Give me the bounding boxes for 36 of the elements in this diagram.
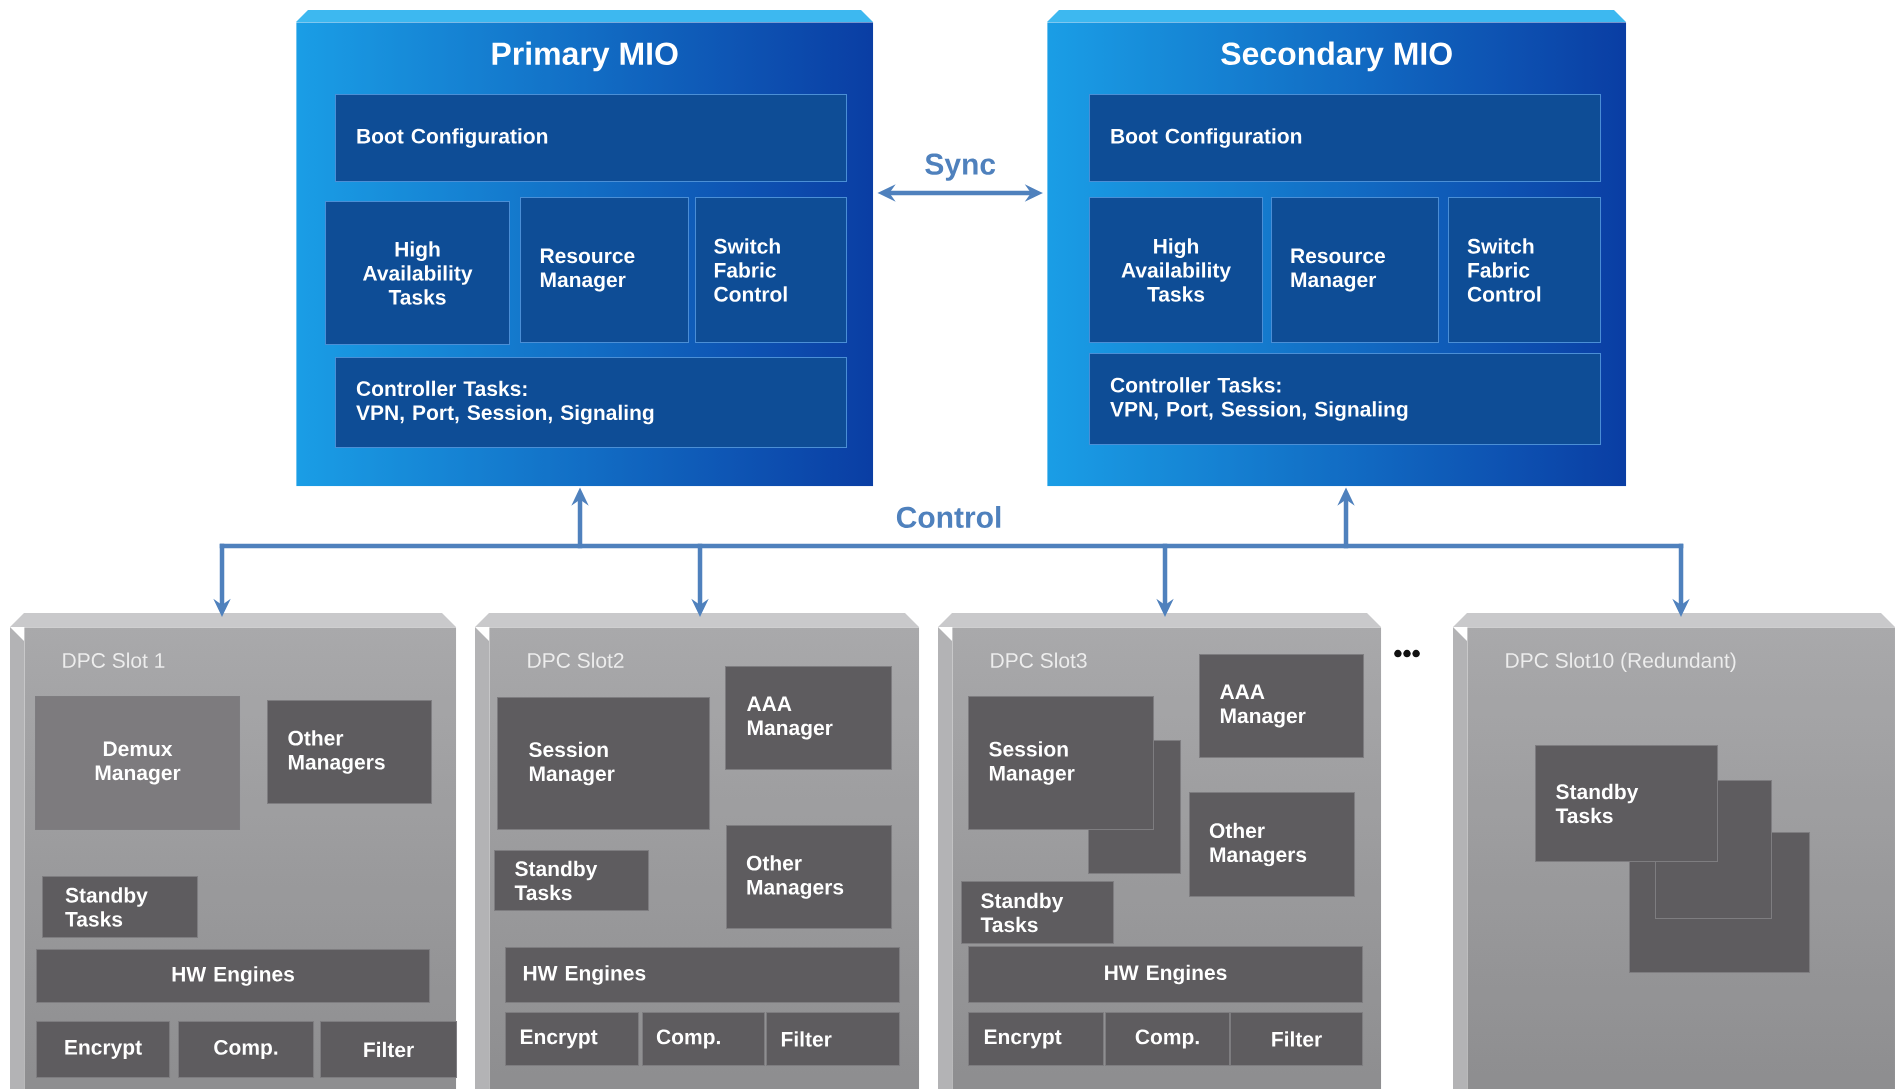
task-box: Other Managers bbox=[726, 825, 892, 929]
task-box: Filter bbox=[1230, 1012, 1363, 1066]
task-box: Switch Fabric Control bbox=[695, 197, 847, 343]
task-box: AAA Manager bbox=[725, 666, 892, 770]
task-box: Switch Fabric Control bbox=[1448, 197, 1601, 343]
task-box: Demux Manager bbox=[35, 696, 240, 830]
task-box: Filter bbox=[320, 1021, 457, 1078]
task-box: HW Engines bbox=[505, 947, 900, 1003]
task-box: High Availability Tasks bbox=[325, 201, 510, 345]
task-box: Standby Tasks bbox=[1535, 745, 1718, 862]
task-box: Filter bbox=[766, 1012, 900, 1066]
task-box: Session Manager bbox=[497, 697, 710, 830]
edge-label: Sync bbox=[922, 151, 999, 183]
task-box: HW Engines bbox=[968, 946, 1363, 1003]
bus-label: Control bbox=[896, 506, 1001, 528]
task-box: Standby Tasks bbox=[961, 881, 1114, 944]
task-box: Other Managers bbox=[267, 700, 432, 804]
task-box: Standby Tasks bbox=[42, 876, 198, 938]
task-box: Standby Tasks bbox=[494, 850, 649, 911]
task-box: Encrypt bbox=[505, 1012, 639, 1066]
task-box: High Availability Tasks bbox=[1089, 197, 1263, 343]
task-box: Boot Configuration bbox=[1089, 94, 1601, 182]
task-box: Encrypt bbox=[36, 1021, 170, 1078]
task-box: Controller Tasks: VPN, Port, Session, Signaling bbox=[1089, 353, 1601, 445]
task-box: Comp. bbox=[642, 1012, 765, 1066]
task-box: Resource Manager bbox=[1271, 197, 1439, 343]
ellipsis-mark: ••• bbox=[1394, 649, 1420, 658]
task-box: Comp. bbox=[1105, 1012, 1230, 1066]
task-box: HW Engines bbox=[36, 949, 430, 1003]
task-box: Other Managers bbox=[1189, 792, 1355, 897]
task-box: Encrypt bbox=[968, 1012, 1104, 1066]
task-box: Boot Configuration bbox=[335, 94, 847, 182]
task-box: AAA Manager bbox=[1199, 654, 1364, 758]
task-box: Resource Manager bbox=[520, 197, 689, 343]
task-box: Controller Tasks: VPN, Port, Session, Signaling bbox=[335, 357, 847, 448]
task-box: Comp. bbox=[178, 1021, 314, 1078]
